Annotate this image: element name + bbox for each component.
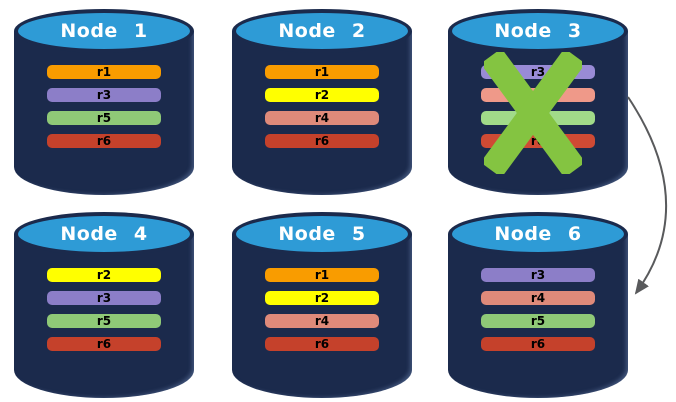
partition-bar-r3: r3 [47,88,161,102]
partition-label: r3 [530,65,546,79]
partition-bar-r2: r2 [265,291,379,305]
cylinder-top: Node 5 [232,212,412,256]
partition-list: r3 r4 r5 r6 [481,268,595,360]
cylinder-top: Node 4 [14,212,194,256]
cylinder-top: Node 6 [448,212,628,256]
partition-label: r6 [96,134,112,148]
partition-bar-r3: r3 [47,291,161,305]
node-title: Node 6 [494,223,582,245]
partition-bar-r2: r2 [47,268,161,282]
partition-label: r3 [530,268,546,282]
partition-bar-r2: r2 [265,88,379,102]
cylinder-top: Node 1 [14,9,194,53]
partition-label: r5 [96,314,112,328]
partition-label: r1 [314,268,330,282]
partition-label: r5 [530,314,546,328]
partition-label: r6 [530,337,546,351]
partition-label: r5 [96,111,112,125]
partition-bar-r6: r6 [265,337,379,351]
node-1: Node 1 r1 r3 r5 r6 [14,9,194,195]
partition-bar-r6: r6 [481,337,595,351]
partition-bar-r1: r1 [265,65,379,79]
partition-list: r2 r3 r5 r6 [47,268,161,360]
partition-bar-r4: r4 [265,314,379,328]
partition-bar-r1: r1 [265,268,379,282]
node-title: Node 3 [494,20,582,42]
partition-list: r1 r3 r5 r6 [47,65,161,157]
partition-label: r6 [314,134,330,148]
partition-label: r4 [530,291,546,305]
partition-label: r6 [314,337,330,351]
node-6: Node 6 r3 r4 r5 r6 [448,212,628,398]
failed-x-icon [484,52,582,174]
partition-bar-r3: r3 [481,268,595,282]
cylinder-top: Node 3 [448,9,628,53]
partition-bar-r5: r5 [47,314,161,328]
partition-list: r1 r2 r4 r6 [265,268,379,360]
node-title: Node 2 [278,20,366,42]
partition-label: r3 [96,88,112,102]
partition-label: r2 [314,291,330,305]
partition-bar-r6: r6 [47,134,161,148]
node-title: Node 4 [60,223,148,245]
partition-label: r2 [314,88,330,102]
partition-bar-r6: r6 [47,337,161,351]
partition-bar-r5: r5 [47,111,161,125]
partition-label: r1 [96,65,112,79]
node-4: Node 4 r2 r3 r5 r6 [14,212,194,398]
partition-list: r1 r2 r4 r6 [265,65,379,157]
partition-label: r2 [96,268,112,282]
partition-label: r6 [96,337,112,351]
partition-bar-r4: r4 [265,111,379,125]
cylinder-top: Node 2 [232,9,412,53]
partition-label: r3 [96,291,112,305]
node-5: Node 5 r1 r2 r4 r6 [232,212,412,398]
partition-bar-r1: r1 [47,65,161,79]
partition-label: r1 [314,65,330,79]
node-title: Node 1 [60,20,148,42]
node-3: Node 3 r3 r4 r5 r6 [448,9,628,195]
partition-label: r4 [314,314,330,328]
partition-bar-r5: r5 [481,314,595,328]
arrow-path [627,96,668,295]
node-2: Node 2 r1 r2 r4 r6 [232,9,412,195]
partition-bar-r6: r6 [265,134,379,148]
node-title: Node 5 [278,223,366,245]
partition-bar-r4: r4 [481,291,595,305]
partition-label: r4 [314,111,330,125]
